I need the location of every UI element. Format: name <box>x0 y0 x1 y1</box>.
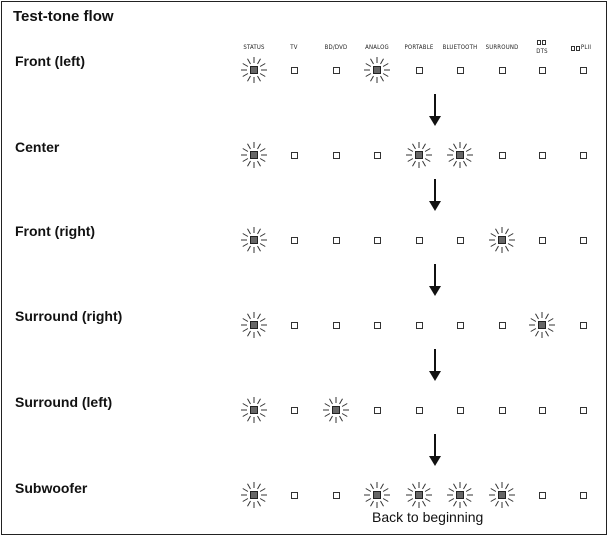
indicator-off-surround-icon <box>498 406 506 414</box>
indicator-off-analog-icon <box>373 321 381 329</box>
indicator-off-tv-icon <box>290 321 298 329</box>
step-label-surround-right: Surround (right) <box>15 308 123 324</box>
column-header-status: STATUS <box>243 44 265 51</box>
column-header-tv: TV <box>290 44 298 51</box>
indicator-off-bd-dvd-icon <box>332 491 340 499</box>
indicator-off-bluetooth-icon <box>456 406 464 414</box>
dolby-logo-icon <box>571 46 581 52</box>
down-arrow-icon <box>429 349 441 381</box>
indicator-lit-status-icon <box>240 56 268 84</box>
indicator-off-bluetooth-icon <box>456 321 464 329</box>
indicator-off-bd-dvd-icon <box>332 236 340 244</box>
column-header-portable: PORTABLE <box>404 44 434 51</box>
step-label-front-left: Front (left) <box>15 53 85 69</box>
indicator-off-plii-icon <box>579 66 587 74</box>
indicator-off-analog-icon <box>373 151 381 159</box>
indicator-off-surround-icon <box>498 66 506 74</box>
indicator-off-analog-icon <box>373 236 381 244</box>
column-header-bd-dvd: BD/DVD <box>324 44 348 51</box>
column-header-dts: DTS <box>536 48 548 55</box>
indicator-off-bd-dvd-icon <box>332 321 340 329</box>
indicator-off-bluetooth-icon <box>456 66 464 74</box>
indicator-lit-surround-icon <box>488 226 516 254</box>
indicator-off-portable-icon <box>415 236 423 244</box>
column-header-surround: SURROUND <box>485 44 519 51</box>
indicator-lit-analog-icon <box>363 481 391 509</box>
indicator-off-surround-icon <box>498 321 506 329</box>
indicator-off-plii-icon <box>579 321 587 329</box>
down-arrow-icon <box>429 264 441 296</box>
dolby-logo-icon <box>537 40 547 46</box>
indicator-lit-status-icon <box>240 226 268 254</box>
indicator-lit-status-icon <box>240 141 268 169</box>
indicator-lit-bluetooth-icon <box>446 141 474 169</box>
indicator-off-bd-dvd-icon <box>332 151 340 159</box>
indicator-off-plii-icon <box>579 236 587 244</box>
indicator-off-portable-icon <box>415 321 423 329</box>
indicator-lit-bd-dvd-icon <box>322 396 350 424</box>
indicator-off-dts-icon <box>538 236 546 244</box>
indicator-off-dts-icon <box>538 491 546 499</box>
column-header-plii: PLII <box>580 44 592 51</box>
step-label-surround-left: Surround (left) <box>15 394 113 410</box>
indicator-off-analog-icon <box>373 406 381 414</box>
step-label-front-right: Front (right) <box>15 223 96 239</box>
indicator-off-plii-icon <box>579 151 587 159</box>
down-arrow-icon <box>429 434 441 466</box>
indicator-lit-dts-icon <box>528 311 556 339</box>
indicator-off-tv-icon <box>290 151 298 159</box>
indicator-lit-status-icon <box>240 481 268 509</box>
indicator-lit-analog-icon <box>363 56 391 84</box>
back-to-beginning-label: Back to beginning <box>372 509 484 525</box>
indicator-lit-surround-icon <box>488 481 516 509</box>
indicator-off-bd-dvd-icon <box>332 66 340 74</box>
indicator-lit-status-icon <box>240 311 268 339</box>
indicator-off-portable-icon <box>415 66 423 74</box>
down-arrow-icon <box>429 179 441 211</box>
indicator-off-plii-icon <box>579 491 587 499</box>
diagram-title: Test-tone flow <box>13 8 114 25</box>
indicator-off-dts-icon <box>538 66 546 74</box>
indicator-off-plii-icon <box>579 406 587 414</box>
indicator-off-tv-icon <box>290 66 298 74</box>
indicator-lit-portable-icon <box>405 481 433 509</box>
indicator-lit-portable-icon <box>405 141 433 169</box>
indicator-lit-bluetooth-icon <box>446 481 474 509</box>
column-header-bluetooth: BLUETOOTH <box>442 44 478 51</box>
indicator-lit-status-icon <box>240 396 268 424</box>
indicator-off-dts-icon <box>538 406 546 414</box>
step-label-center: Center <box>15 139 60 155</box>
indicator-off-surround-icon <box>498 151 506 159</box>
indicator-off-tv-icon <box>290 406 298 414</box>
column-header-analog: ANALOG <box>365 44 389 51</box>
indicator-off-tv-icon <box>290 491 298 499</box>
step-label-subwoofer: Subwoofer <box>15 480 88 496</box>
down-arrow-icon <box>429 94 441 126</box>
indicator-off-bluetooth-icon <box>456 236 464 244</box>
indicator-off-portable-icon <box>415 406 423 414</box>
indicator-off-dts-icon <box>538 151 546 159</box>
indicator-off-tv-icon <box>290 236 298 244</box>
